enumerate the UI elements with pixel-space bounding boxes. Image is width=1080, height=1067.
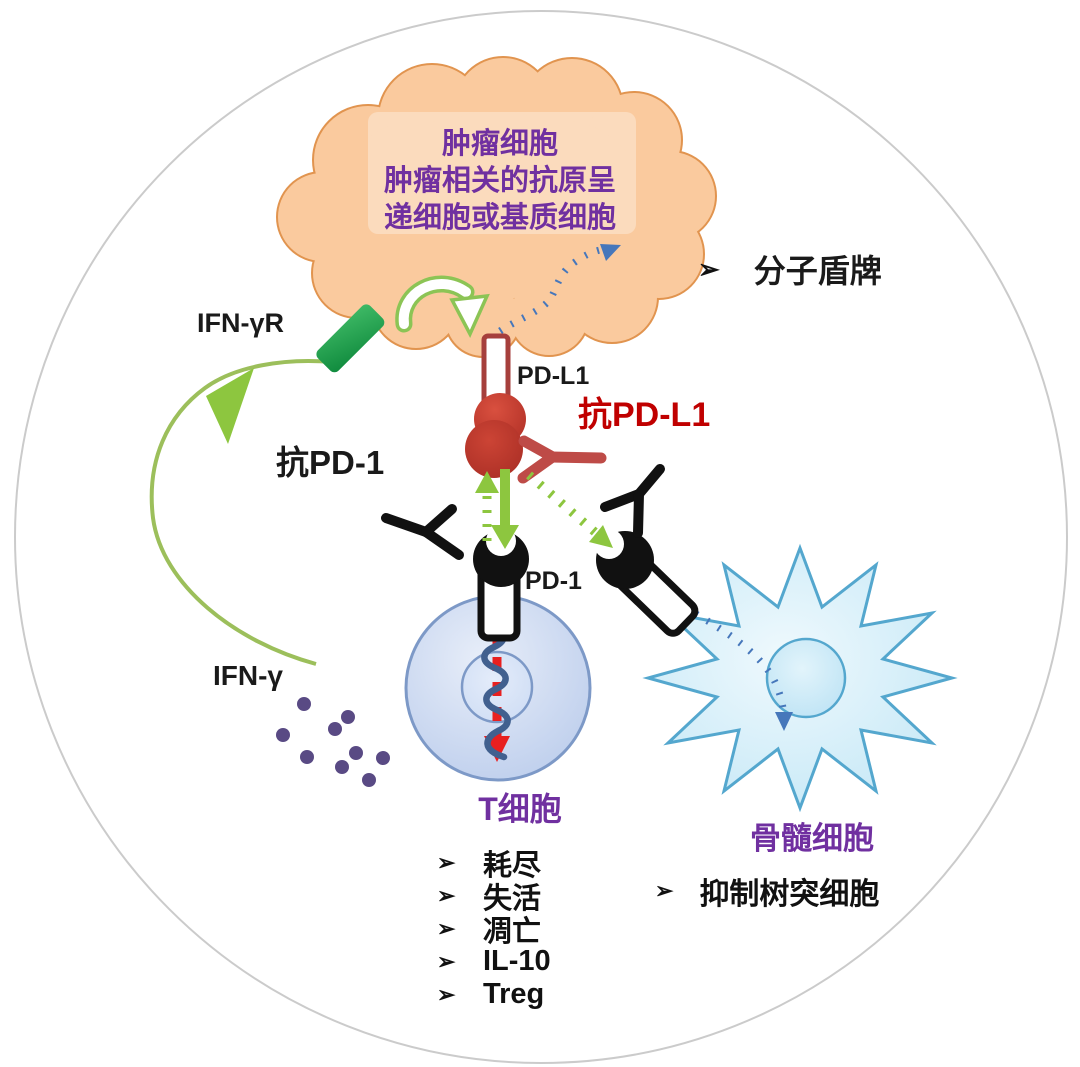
arrow-bullet-icon: ➢ [698,253,720,284]
inhibit-dendritic-label: 抑制树突细胞 [699,878,880,911]
anti-pd1-antibody-right-icon [600,464,665,538]
arrow-bullet-icon: ➢ [437,882,456,908]
anti-pdl1-antibody-icon [517,435,607,484]
ifn-gamma-label: IFN-γ [213,660,283,691]
anti-pd1-antibody-left-icon [381,504,464,560]
molecular-shield-arrow [498,244,621,334]
tumor-cloud-label: 肿瘤细胞 肿瘤相关的抗原呈 递细胞或基质细胞 [352,126,648,237]
list-item: ➢ 耗尽 [437,846,551,882]
pdl1-upregulation-arrow [395,275,490,338]
molecular-shield-item: ➢ 分子盾牌 [698,246,882,292]
t-cell-effect-label: 凋亡 [483,915,542,948]
arrow-bullet-icon: ➢ [437,981,456,1007]
tumor-text-panel [368,112,636,234]
tumor-label-line2: 肿瘤相关的抗原呈 [383,165,616,197]
list-item: ➢ 凋亡 [437,912,551,948]
molecular-shield-label: 分子盾牌 [753,253,882,289]
anti-pd1-label: 抗PD-1 [276,444,385,481]
list-item: ➢ 失活 [437,879,551,915]
tumor-label-line3: 递细胞或基质细胞 [383,202,616,234]
myeloid-cell-label: 骨髓细胞 [750,821,874,856]
pdl1-label: PD-L1 [517,362,590,390]
arrow-bullet-icon: ➢ [655,878,674,903]
t-cell-effects-list: ➢ 耗尽 ➢ 失活 ➢ 凋亡 ➢ IL-10 ➢ Treg [437,846,551,1011]
ifn-gamma-feedback-arrow [149,359,333,666]
ifn-gamma-receptor-shape [316,304,385,373]
pdl1-ligand-bottom [465,420,523,478]
list-item: ➢ IL-10 [437,945,551,978]
myeloid-signal-arrow [694,610,793,731]
pd1-pdl1-binding-arrows [475,469,613,549]
t-cell-signal-squiggle [481,622,511,761]
anti-pdl1-label: 抗PD-L1 [578,396,711,434]
myeloid-cell-nucleus [765,637,847,719]
t-cell-effect-label: 失活 [483,882,542,915]
arrow-bullet-icon: ➢ [437,948,456,974]
arrow-bullet-icon: ➢ [437,915,456,941]
pd1-label: PD-1 [525,567,582,595]
tumor-label-line1: 肿瘤细胞 [441,128,558,160]
arrow-bullet-icon: ➢ [437,849,456,875]
t-cell-effect-label: IL-10 [483,945,551,977]
list-item: ➢ Treg [437,978,551,1011]
ifn-gamma-molecule-dots [276,697,390,787]
ifn-gamma-receptor-label: IFN-γR [197,308,284,338]
t-cell-label: T细胞 [478,791,562,827]
ifn-gamma-arrowhead [206,368,254,444]
t-cell-effect-label: Treg [483,978,545,1010]
t-cell-effect-label: 耗尽 [483,849,542,882]
dendritic-effect-item: ➢ 抑制树突细胞 [655,869,879,913]
